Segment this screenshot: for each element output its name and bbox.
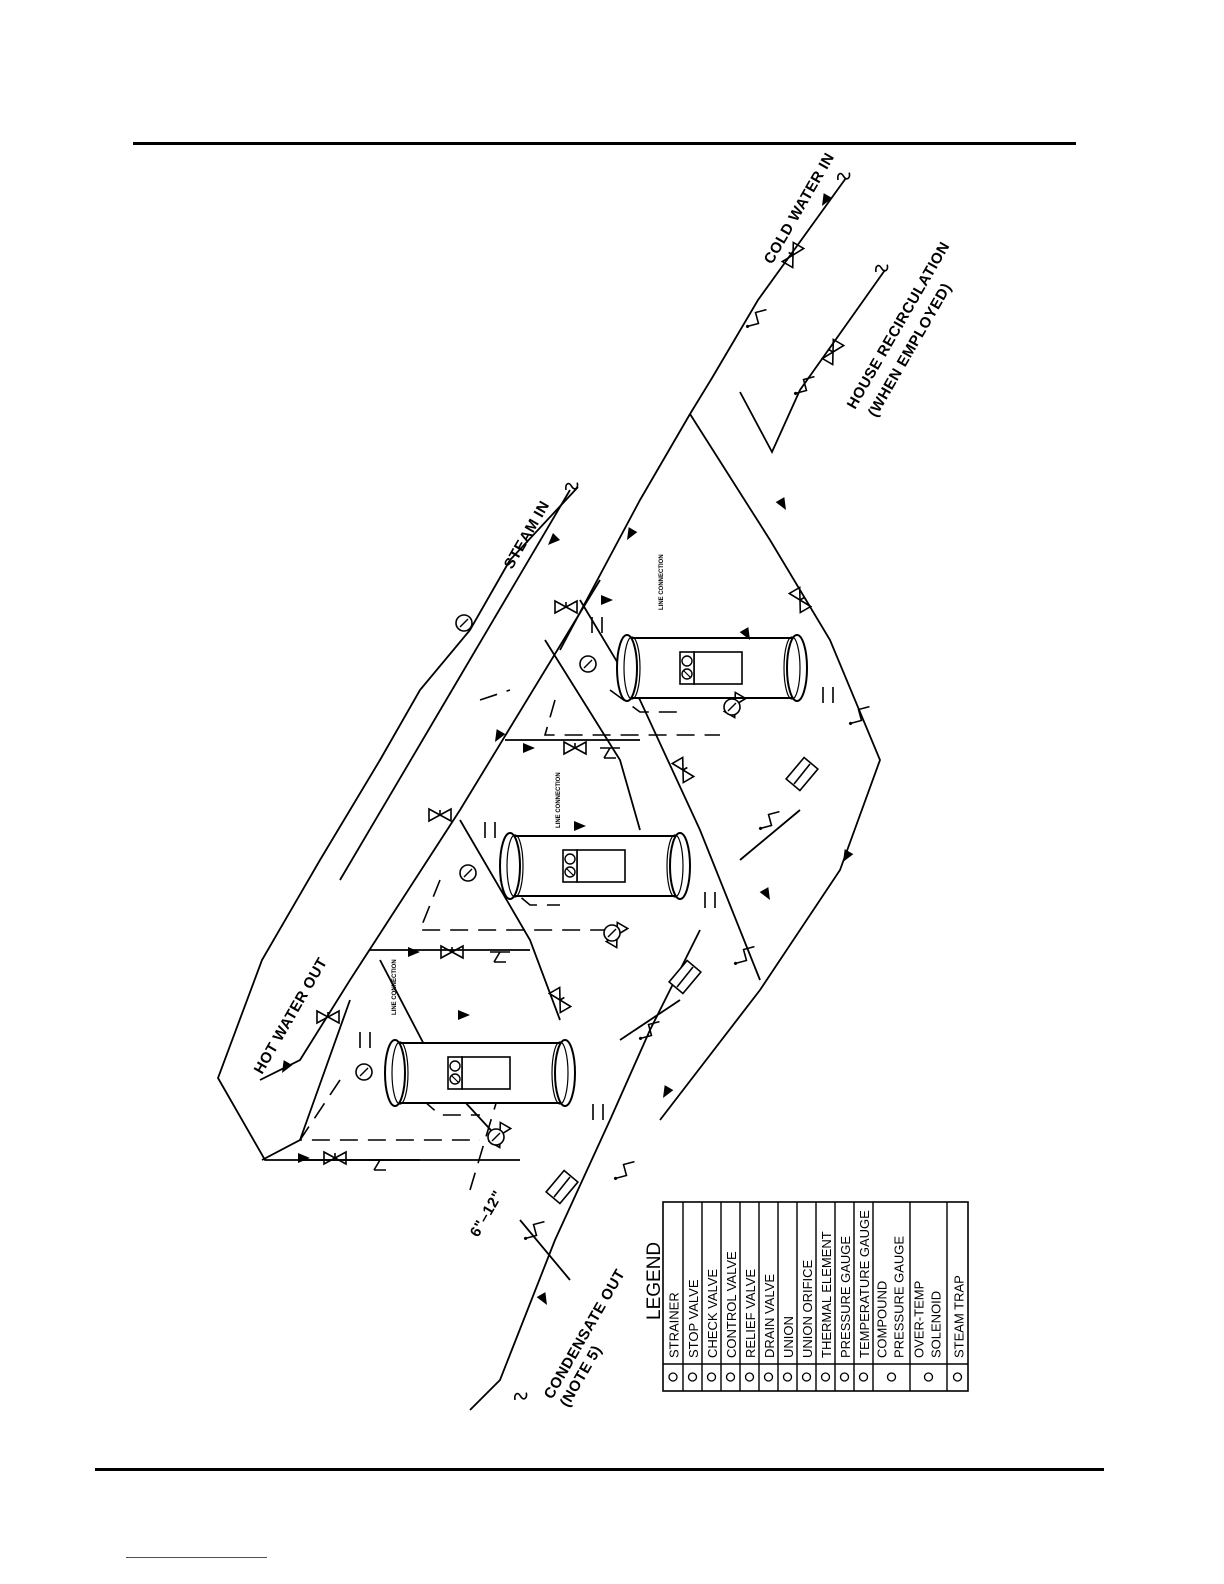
legend-symbol-icon <box>706 1372 717 1382</box>
legend-item-label: DRAIN VALVE <box>762 1274 777 1358</box>
legend-symbol-icon <box>820 1372 831 1382</box>
cold-water-in-label: COLD WATER IN <box>761 150 838 267</box>
legend-symbol-icon <box>952 1372 963 1382</box>
tank-tag-2: LINE CONNECTION <box>556 772 562 828</box>
legend-symbol-icon <box>801 1372 812 1382</box>
legend-item-label: CHECK VALVE <box>705 1269 720 1358</box>
legend-item-label: STRAINER <box>667 1292 682 1358</box>
flow-arrows <box>277 193 854 1308</box>
legend-symbol-icon <box>668 1372 678 1382</box>
legend-item-label: STOP VALVE <box>686 1279 701 1358</box>
steam-in-label: STEAM IN <box>501 498 554 572</box>
legend-item-label: UNION ORIFICE <box>800 1259 815 1358</box>
heater-tank-3 <box>616 634 808 702</box>
legend-symbol-icon <box>886 1372 897 1382</box>
legend-item-label: THERMAL ELEMENT <box>819 1231 834 1358</box>
legend-symbol-icon <box>763 1372 774 1382</box>
legend-symbol-icon <box>725 1372 736 1382</box>
dimension-label: 6"–12" <box>467 1188 507 1240</box>
legend-title: LEGEND <box>644 1242 665 1320</box>
legend: LEGEND STRAINER STOP VALVE CHECK VALVE CONT… <box>644 1201 969 1392</box>
tank-tag-1: LINE CONNECTION <box>392 959 398 1015</box>
legend-item-label: RELIEF VALVE <box>743 1269 758 1358</box>
legend-item-label: UNION <box>781 1316 796 1358</box>
control-lines <box>298 689 720 1191</box>
heater-tank-2 <box>499 832 691 900</box>
legend-item-label: PRESSURE GAUGE <box>891 1236 906 1358</box>
legend-item-label: OVER-TEMP <box>911 1281 926 1358</box>
legend-item-label: COMPOUND <box>874 1281 889 1358</box>
legend-item-label: SOLENOID <box>928 1291 943 1358</box>
hot-water-out-label: HOT WATER OUT <box>251 955 331 1077</box>
legend-item-label: STEAM TRAP <box>951 1275 966 1358</box>
steam-traps <box>545 756 819 1205</box>
stop-valves <box>316 241 845 1165</box>
bottom-rule <box>95 1468 1104 1471</box>
top-rule <box>133 142 1076 145</box>
legend-symbol-icon <box>923 1372 934 1382</box>
heater-tank-1 <box>384 1039 576 1107</box>
legend-item-label: CONTROL VALVE <box>724 1251 739 1358</box>
legend-symbol-icon <box>782 1372 793 1382</box>
legend-symbol-icon <box>744 1372 755 1382</box>
piping-lines <box>217 177 886 1411</box>
legend-symbol-icon <box>687 1372 698 1382</box>
check-valves <box>522 304 871 1245</box>
legend-symbol-icon <box>858 1372 869 1382</box>
tank-tag-3: LINE CONNECTION <box>659 554 665 610</box>
legend-symbol-icon <box>839 1372 850 1382</box>
legend-item-label: TEMPERATURE GAUGE <box>857 1210 872 1358</box>
legend-item-label: PRESSURE GAUGE <box>838 1236 853 1358</box>
footer-link-underline[interactable] <box>126 1557 267 1558</box>
